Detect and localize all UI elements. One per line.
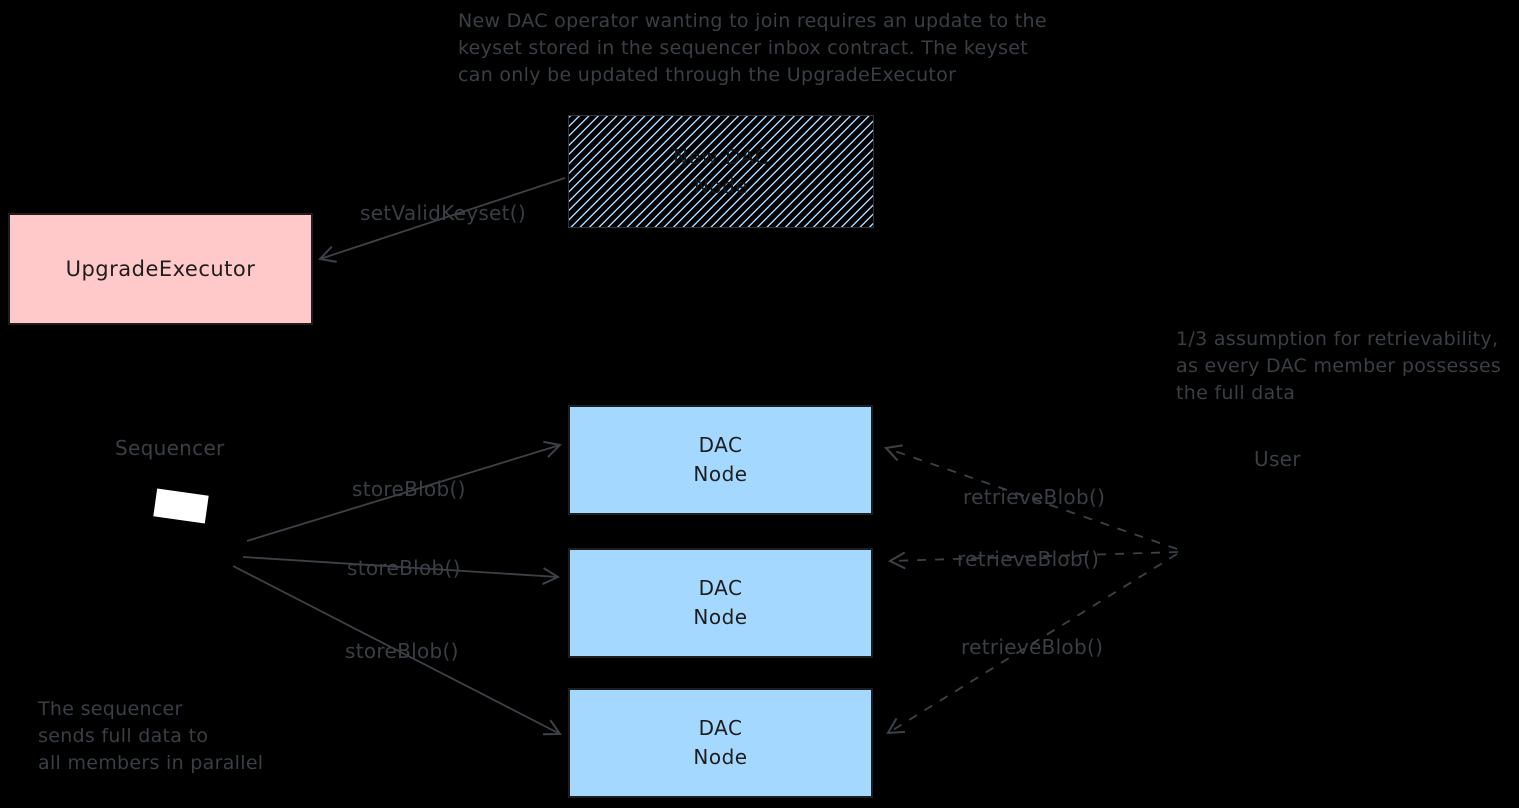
parallel-note-line3: all members in parallel <box>38 752 264 774</box>
retrievability-note: 1/3 assumption for retrievability, as ev… <box>1176 326 1501 407</box>
user-label: User <box>1254 447 1301 471</box>
upgrade-executor-box: UpgradeExecutor <box>8 213 313 325</box>
sequencer-laptop-screen-icon <box>153 488 209 524</box>
parallel-note-line2: sends full data to <box>38 725 209 747</box>
upgrade-executor-label: UpgradeExecutor <box>65 256 256 281</box>
parallel-note-line1: The sequencer <box>38 698 183 720</box>
store-blob-label-1: storeBlob() <box>352 477 466 501</box>
dac-node-1-label-line2: Node <box>693 462 748 486</box>
retrieve-blob-label-1: retrieveBlob() <box>963 485 1106 509</box>
dac-node-2-label-line2: Node <box>693 605 748 629</box>
retrieve-blob-label-3: retrieveBlob() <box>961 635 1104 659</box>
new-dac-node-box: New DAC Node <box>568 115 874 228</box>
sequencer-label: Sequencer <box>115 436 225 460</box>
set-valid-keyset-label: setValidKeyset() <box>360 201 526 225</box>
keyset-note-line1: New DAC operator wanting to join require… <box>458 10 1047 32</box>
dac-node-2-label-line1: DAC <box>698 576 743 600</box>
dac-node-3-label-line2: Node <box>693 745 748 769</box>
keyset-note-line2: keyset stored in the sequencer inbox con… <box>458 37 1028 59</box>
dac-node-box-1: DAC Node <box>568 405 873 515</box>
store-blob-label-2: storeBlob() <box>347 556 461 580</box>
keyset-note-line3: can only be updated through the UpgradeE… <box>458 64 957 86</box>
new-dac-node-label-line2: Node <box>693 173 749 198</box>
retrievability-note-line2: as every DAC member possesses <box>1176 355 1502 377</box>
dac-node-3-label-line1: DAC <box>698 716 743 740</box>
keyset-update-note: New DAC operator wanting to join require… <box>458 8 1047 89</box>
parallel-send-note: The sequencer sends full data to all mem… <box>38 696 263 777</box>
store-blob-label-3: storeBlob() <box>345 639 459 663</box>
new-dac-node-label-line1: New DAC <box>673 144 769 169</box>
retrievability-note-line1: 1/3 assumption for retrievability, <box>1176 328 1499 350</box>
retrievability-note-line3: the full data <box>1176 382 1296 404</box>
dac-node-1-label-line1: DAC <box>698 433 743 457</box>
retrieve-blob-label-2: retrieveBlob() <box>957 547 1100 571</box>
dac-node-box-3: DAC Node <box>568 688 873 798</box>
dac-node-box-2: DAC Node <box>568 548 873 658</box>
